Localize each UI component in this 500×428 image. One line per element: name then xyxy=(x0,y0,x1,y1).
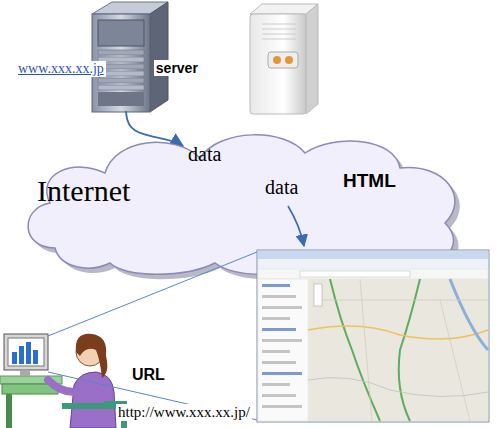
host-name: www.xxx.xx.jp xyxy=(16,61,106,77)
browser-window xyxy=(257,250,489,422)
url-label: URL xyxy=(130,366,167,384)
server-white xyxy=(250,4,318,114)
person-at-computer xyxy=(0,334,124,428)
server-node: www.xxx.xx.jp server xyxy=(16,60,200,77)
url-text: http://www.xxx.xx.jp/ xyxy=(116,404,252,421)
flow-arrow xyxy=(126,111,183,146)
data-label: data xyxy=(188,143,221,166)
format-label: HTML xyxy=(343,170,396,192)
zoom-line xyxy=(48,372,257,420)
server-tower xyxy=(92,2,168,112)
network-name: Internet xyxy=(37,174,130,208)
data-label: data xyxy=(265,176,298,199)
server-label: server xyxy=(154,60,200,76)
